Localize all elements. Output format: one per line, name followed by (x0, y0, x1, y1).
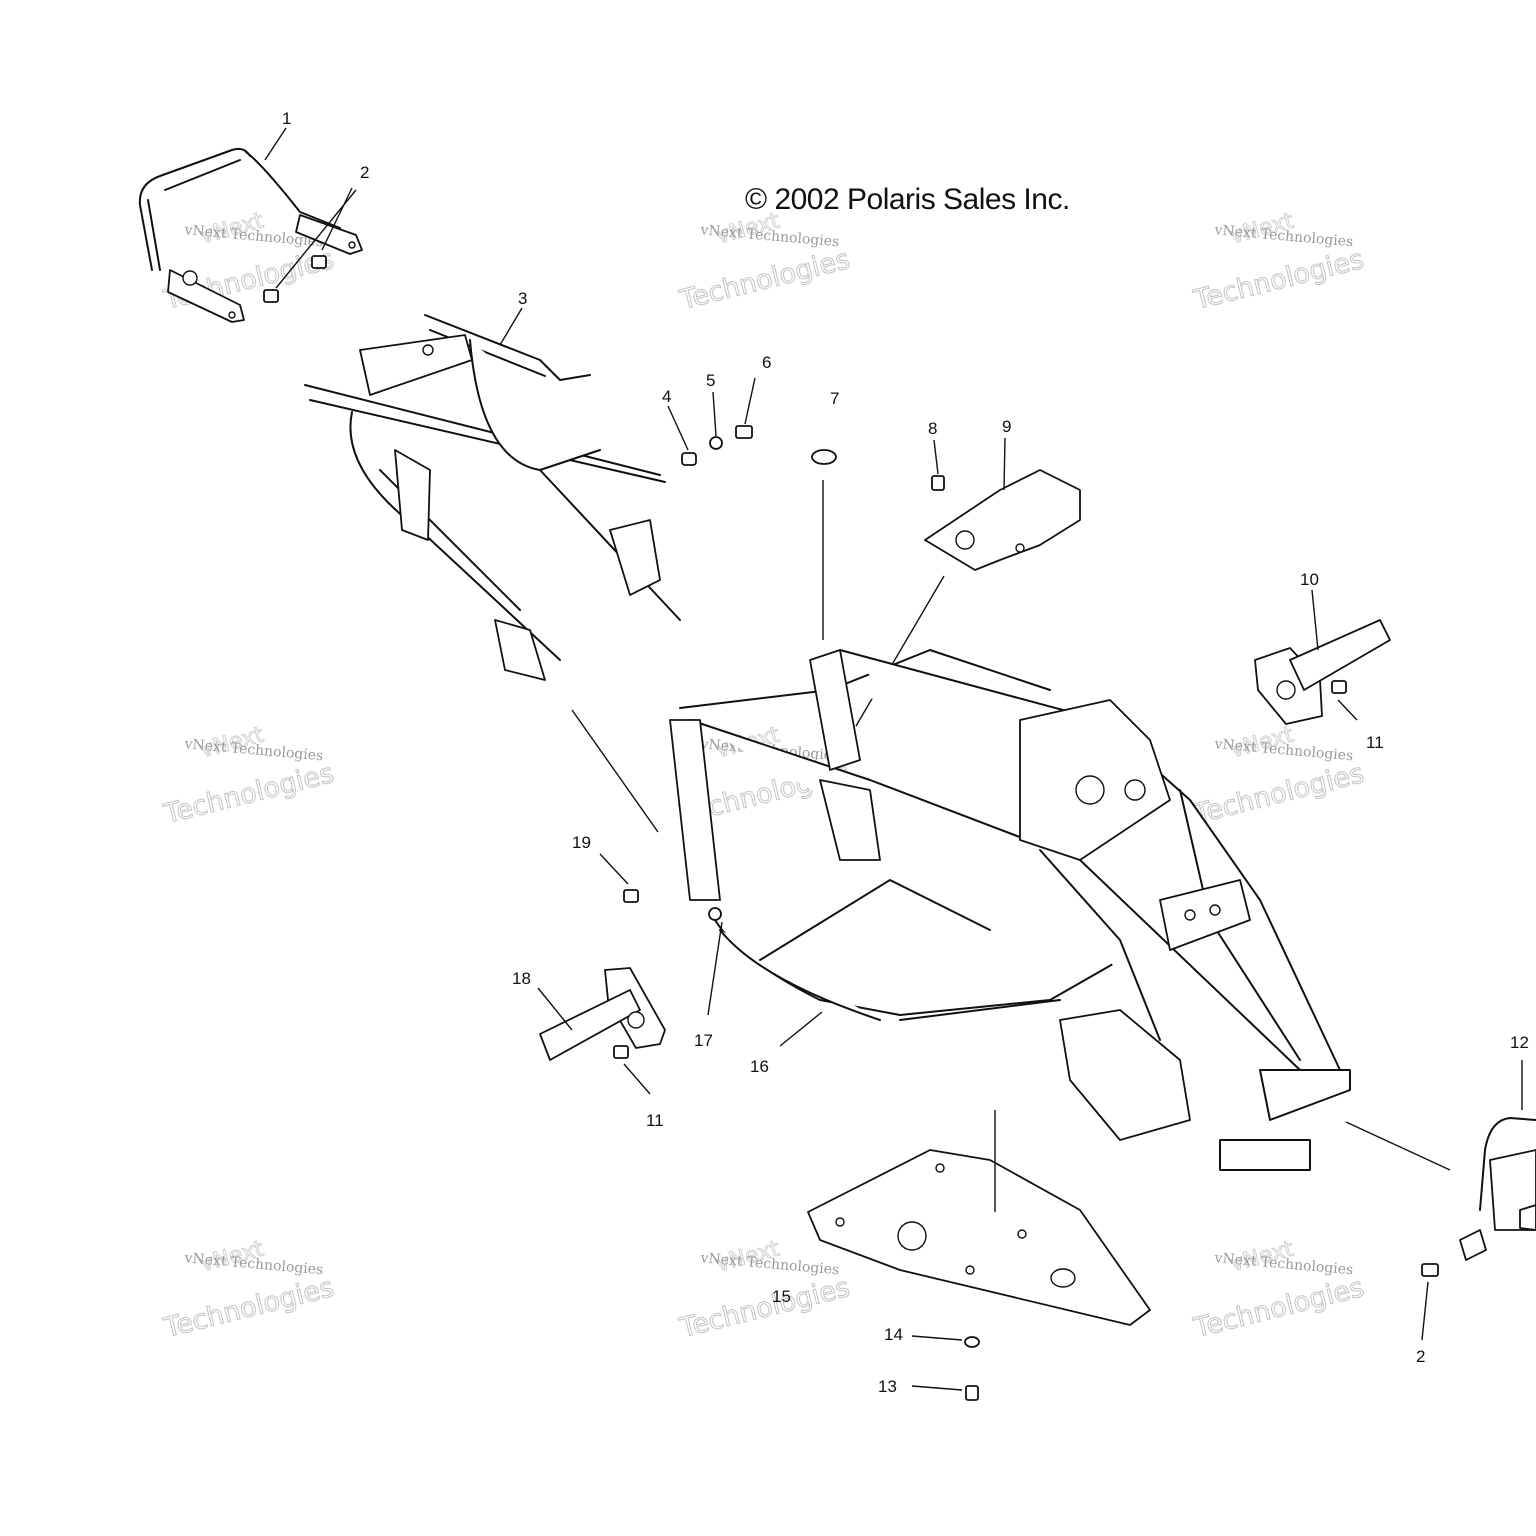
callout-19: 19 (572, 833, 591, 852)
callout-16: 16 (750, 1057, 769, 1076)
watermark-top-center: vNext vNext Technologies Technologies (676, 208, 854, 317)
callout-8: 8 (928, 419, 937, 438)
part-18-footrest (539, 967, 666, 1061)
callout-9: 9 (1002, 417, 1011, 436)
part-13-bolt (965, 1385, 979, 1401)
callout-6: 6 (762, 353, 771, 372)
watermark-mid-left: vNext vNext Technologies Technologies (160, 722, 338, 831)
copyright-text: © 2002 Polaris Sales Inc. (745, 183, 1070, 216)
part-10-footrest (1254, 619, 1391, 725)
callout-3: 3 (518, 289, 527, 308)
watermark-bottom-right: vNext vNext Technologies Technologies (1190, 1236, 1368, 1345)
svg-text:Technologies: Technologies (1190, 244, 1367, 316)
callout-labels: 1 2 3 4 5 6 7 8 9 10 11 19 18 11 17 16 1… (282, 109, 1529, 1396)
svg-text:Technologies: Technologies (1190, 758, 1367, 830)
watermark-mid-right: vNext vNext Technologies Technologies (1190, 722, 1368, 831)
callout-1: 1 (282, 109, 291, 128)
part-1-rear-rack (138, 147, 363, 323)
callout-10: 10 (1300, 570, 1319, 589)
callout-13: 13 (878, 1377, 897, 1396)
callout-4: 4 (662, 387, 671, 406)
part-2-bolt-right (1421, 1263, 1439, 1277)
part-7-plug (811, 449, 837, 465)
svg-text:Technologies: Technologies (1190, 1272, 1367, 1344)
callout-12: 12 (1510, 1033, 1529, 1052)
callout-14: 14 (884, 1325, 903, 1344)
part-5-washer (709, 436, 723, 450)
callout-7: 7 (830, 389, 839, 408)
svg-text:Technologies: Technologies (160, 758, 337, 830)
svg-text:Technologies: Technologies (676, 244, 853, 316)
watermark-bottom-left: vNext vNext Technologies Technologies (160, 1236, 338, 1345)
part-15-skid-plate (807, 1149, 1151, 1326)
part-17-nut (708, 907, 722, 921)
part-3-subframe (304, 314, 681, 681)
part-11-bolt-right (1331, 680, 1347, 694)
part-16-main-frame (669, 649, 1351, 1171)
callout-5: 5 (706, 371, 715, 390)
part-12-front-bumper (1459, 1117, 1536, 1261)
callout-17: 17 (694, 1031, 713, 1050)
part-9-bracket (924, 469, 1081, 571)
callout-15: 15 (772, 1287, 791, 1306)
watermark-bottom-center: vNext vNext Technologies Technologies (676, 1236, 854, 1345)
svg-text:Technologies: Technologies (160, 1272, 337, 1344)
part-2-bolts (263, 187, 357, 303)
callout-2: 2 (360, 163, 369, 182)
part-6-bolt (735, 425, 753, 439)
callout-11-left: 11 (646, 1111, 664, 1130)
part-4-bushing (681, 452, 697, 466)
part-14-nut (964, 1336, 980, 1348)
svg-text:Technologies: Technologies (676, 1272, 853, 1344)
callout-2-right: 2 (1416, 1347, 1425, 1366)
part-8-bolt (931, 475, 945, 491)
part-11-bolt-left (613, 1045, 629, 1059)
part-19-bolt (623, 889, 639, 903)
callout-11-right: 11 (1366, 733, 1384, 752)
watermark-top-right: vNext vNext Technologies Technologies (1190, 208, 1368, 317)
callout-18: 18 (512, 969, 531, 988)
